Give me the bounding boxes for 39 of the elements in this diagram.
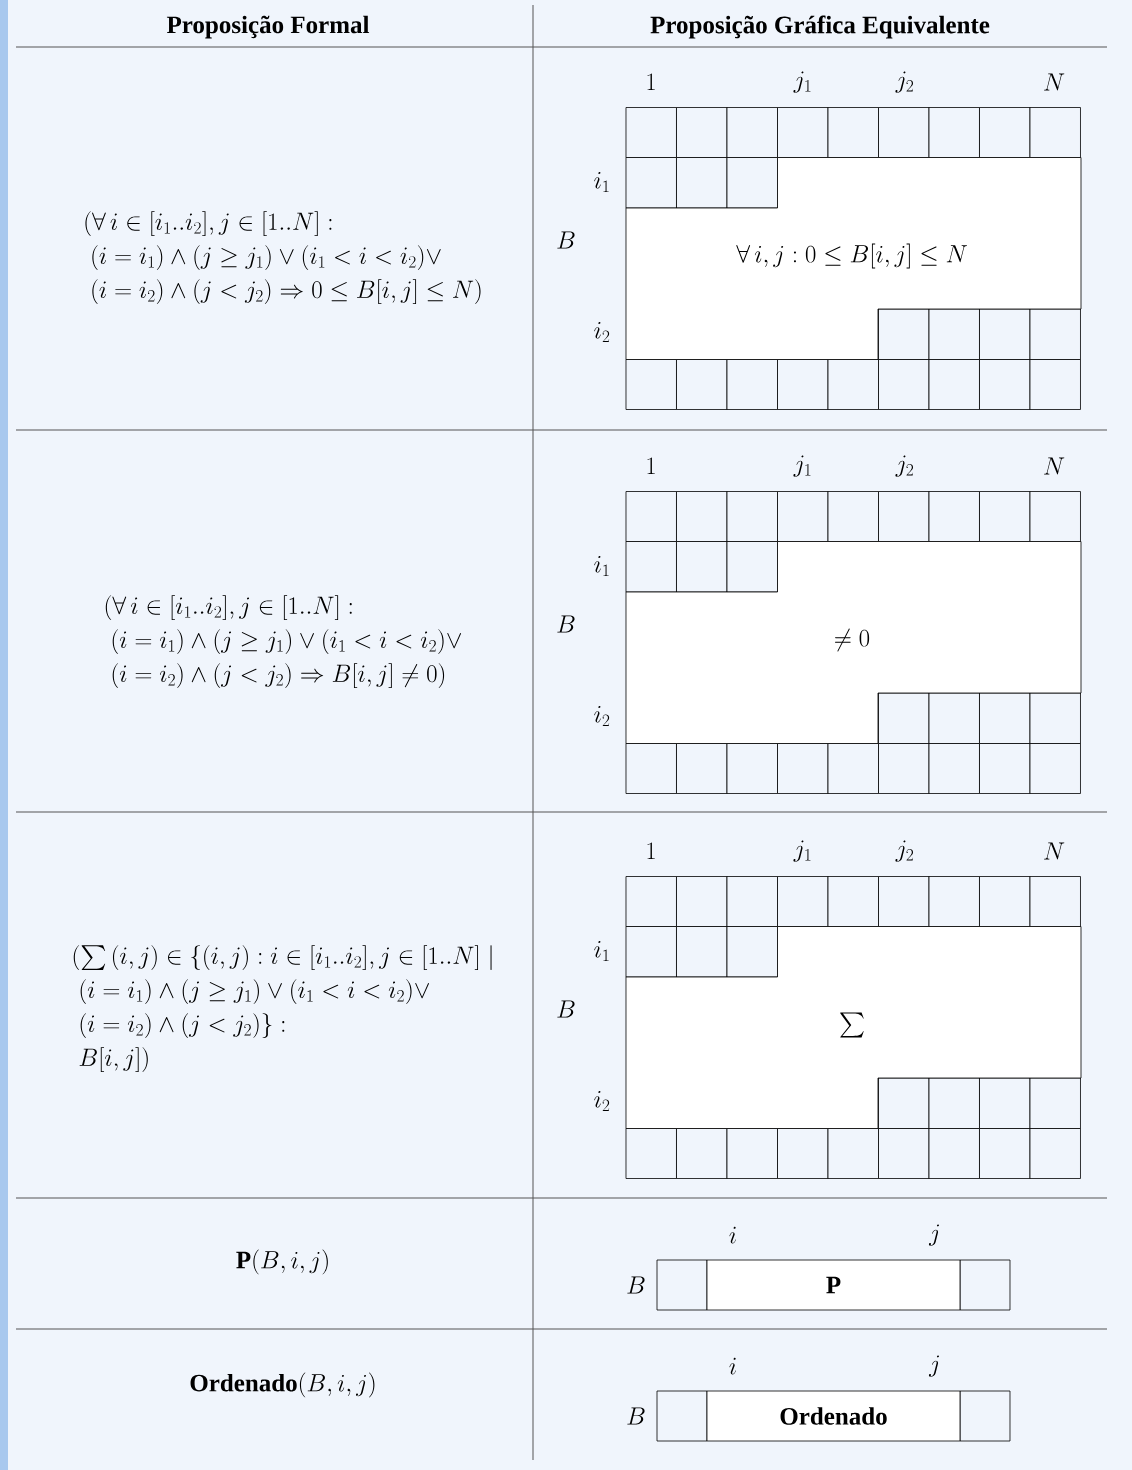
index-label: $j_1$ (793, 455, 811, 477)
index-label: $j_2$ (895, 71, 914, 93)
index-label: $i$ (729, 1226, 736, 1244)
formula: $\textbf{P}(B,i,j)$ (236, 1249, 328, 1275)
formula: $\begin{array}{@{}l@{}}(\sum\,(i,j)\in\{(i,j):i\in[i_1..i_2], j\in[1..N]\mid\\ \;(i=i_1)\wedge(j\geq j_1)\vee(i_1<i<i_2)\vee\\ \;(i=i_2)\wedge(j<j_2)\} :\\ \;B[i,j])\end{array}$ (73, 945, 492, 1072)
index-label: $1$ (647, 457, 655, 475)
index-label: $1$ (647, 842, 655, 860)
range-box: $\textbf{P}$ (706, 1259, 961, 1311)
highlighted-region: $\neq 0$ (625, 541, 1082, 744)
index-label: $j_2$ (895, 455, 914, 477)
index-label: $B$ (557, 1000, 575, 1018)
range-box: $\textbf{Ordenado}$ (706, 1390, 961, 1442)
index-label: $N$ (1044, 842, 1065, 860)
index-label: $1$ (647, 73, 655, 91)
column-header: Proposição Gráfica Equivalente (650, 15, 990, 39)
index-label: $j$ (928, 1224, 939, 1246)
index-label: $j_1$ (793, 840, 811, 862)
index-label: $B$ (627, 1407, 645, 1425)
index-label: $i_2$ (594, 321, 610, 343)
index-label: $i_1$ (594, 171, 609, 193)
index-label: $j_1$ (793, 71, 811, 93)
index-label: $i_1$ (594, 940, 609, 962)
index-label: $B$ (627, 1276, 645, 1294)
formula: $\begin{array}{@{}l@{}}(\forall\, i\in[i_1..i_2], j\in[1..N] :\\ \;(i=i_1)\wedge(j\geq j_1)\vee(i_1<i<i_2)\vee\\ \;(i=i_2)\wedge(j<j_2)\Rightarrow 0\leq B[i,j]\leq N)\end{array}$ (85, 211, 481, 304)
index-label: $B$ (557, 615, 575, 633)
index-label: $i$ (729, 1357, 736, 1375)
index-label: $i_2$ (594, 1090, 610, 1112)
highlighted-region: $\forall\, i,j : 0\leq B[i,j]\leq N$ (625, 157, 1082, 360)
highlighted-region: $\sum$ (625, 926, 1082, 1129)
index-label: $j$ (928, 1355, 939, 1377)
index-label: $B$ (557, 231, 575, 249)
index-label: $i_2$ (594, 705, 610, 727)
column-header: Proposição Formal (166, 15, 370, 39)
formula: $\textbf{Ordenado}(B,i,j)$ (190, 1372, 375, 1398)
formula: $\begin{array}{@{}l@{}}(\forall\, i\in[i_1..i_2], j\in[1..N] :\\ \;(i=i_1)\wedge(j\geq j_1)\vee(i_1<i<i_2)\vee\\ \;(i=i_2)\wedge(j<j_2)\Rightarrow B[i,j]\neq 0)\end{array}$ (105, 595, 462, 688)
index-label: $j_2$ (895, 840, 914, 862)
index-label: $N$ (1044, 73, 1065, 91)
index-label: $N$ (1044, 457, 1065, 475)
index-label: $i_1$ (594, 555, 609, 577)
